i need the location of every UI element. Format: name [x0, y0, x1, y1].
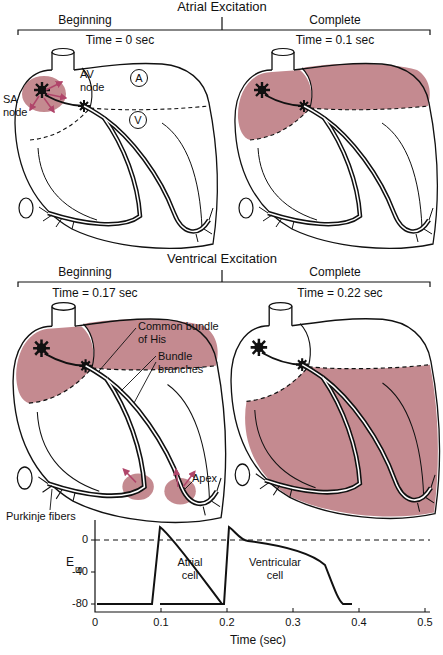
figure-label: 0.5 [410, 616, 440, 629]
figure-label: 0.3 [278, 616, 308, 629]
figure-label: 0.2 [212, 616, 242, 629]
figure-label: Ventricular cell [242, 556, 308, 581]
figure-label: Time = 0 sec [65, 34, 175, 48]
figure-label: Common bundle of His [138, 320, 222, 345]
figure-label: Complete [290, 266, 380, 280]
figure-label: Ventrical Excitation [132, 252, 312, 267]
figure-label: Beginning [40, 14, 130, 28]
figure-label: SA node [3, 93, 33, 118]
figure-label: Purkinje fibers [6, 510, 101, 523]
figure-label: Apex [192, 472, 232, 485]
figure-label: 0 [58, 533, 88, 546]
figure-label: Atrial cell [170, 556, 210, 581]
chamber-circle: V [129, 111, 147, 129]
figure-label: -40 [58, 565, 88, 578]
figure-label: Atrial Excitation [142, 0, 302, 15]
figure-label: Time (sec) [208, 634, 308, 648]
figure-label: Bundle branches [158, 350, 214, 375]
figure-label: Time = 0.1 sec [280, 34, 390, 48]
chamber-letter: A [135, 73, 142, 84]
figure-label: Complete [290, 14, 380, 28]
figure-label: Beginning [40, 266, 130, 280]
figure-label: 0 [80, 616, 110, 629]
figure-label: Time = 0.17 sec [35, 287, 155, 301]
chamber-circle: A [130, 69, 148, 87]
figure-label: -80 [58, 597, 88, 610]
figure-label: 0.1 [146, 616, 176, 629]
chamber-letter: V [134, 115, 141, 126]
figure-label: 0.4 [344, 616, 374, 629]
figure-label: AV node [80, 68, 110, 93]
figure-label: Time = 0.22 sec [280, 287, 400, 301]
